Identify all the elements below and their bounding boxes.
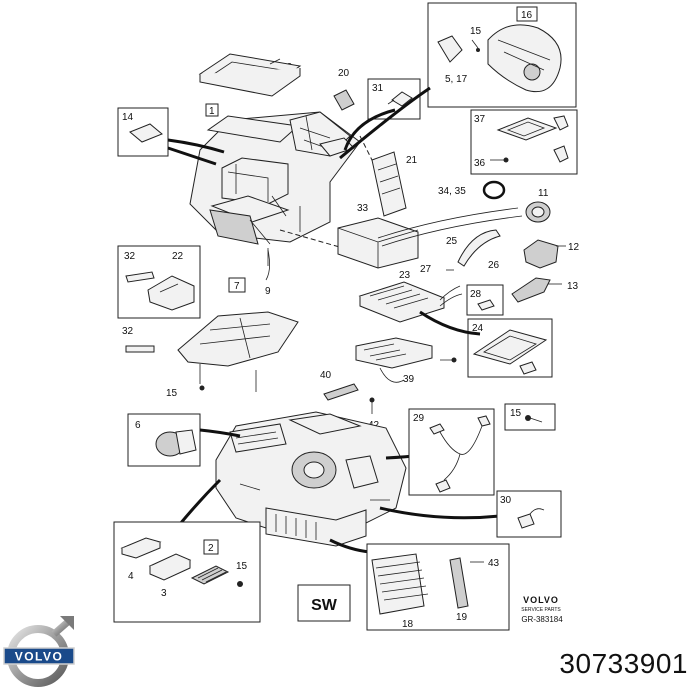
callout-15c: 15 [510, 408, 522, 419]
callout-39: 39 [403, 374, 415, 385]
inset-part-14: 14 [117, 107, 169, 157]
sw-box: SW [297, 584, 351, 622]
inset-screw-15: 15 [504, 403, 556, 431]
callout-19: 19 [456, 612, 468, 623]
inset-part-30: 30 [496, 490, 562, 538]
volvo-logo: VOLVO [3, 616, 75, 687]
callout-27: 27 [420, 264, 432, 275]
callout-31: 31 [372, 83, 384, 94]
callout-15b: 15 [166, 388, 178, 399]
logo-text: VOLVO [15, 650, 64, 664]
inset-part-28: 28 [466, 284, 504, 316]
callout-15a: 15 [470, 26, 482, 37]
callout-40: 40 [320, 370, 332, 381]
callout-7: 7 [234, 281, 240, 292]
leader-2 [178, 478, 222, 525]
part-20: 20 [333, 68, 355, 111]
callout-23: 23 [399, 270, 411, 281]
inset-blower-6: 6 [127, 413, 201, 467]
part-40: 40 [320, 370, 359, 401]
filter-frame-22: 22 [198, 53, 302, 97]
lower-hvac-housing [215, 411, 407, 547]
resistor-39: 39 [355, 337, 457, 385]
callout-24: 24 [472, 323, 484, 334]
leader-14b [167, 146, 217, 166]
part-12: 12 [523, 239, 580, 269]
callout-34-35: 34, 35 [438, 186, 466, 197]
callout-43: 43 [488, 558, 500, 569]
callout-11: 11 [538, 188, 549, 199]
evaporator-23: 23 [358, 270, 463, 323]
callout-9: 9 [265, 286, 271, 297]
callout-15d: 15 [236, 561, 248, 572]
callout-1: 1 [209, 106, 215, 117]
callout-32a: 32 [124, 251, 136, 262]
part-21: 21 [371, 151, 418, 217]
callout-3: 3 [161, 588, 167, 599]
inset-actuator-16: 16 15 5, 17 [427, 2, 577, 108]
part-9: 9 [265, 249, 271, 297]
brand-small: VOLVO [523, 595, 559, 605]
leader-16 [339, 86, 431, 160]
callout-20: 20 [338, 68, 350, 79]
callout-37: 37 [474, 114, 486, 125]
inset-parts-32-22: 32 22 [117, 245, 201, 319]
part-number: 30733901 [559, 648, 688, 679]
callout-21: 21 [406, 155, 418, 166]
callout-25: 25 [446, 236, 458, 247]
callout-2: 2 [208, 543, 214, 554]
service-parts-block: VOLVO SERVICE PARTS GR-383184 [521, 595, 563, 624]
part-34-35: 34, 35 [438, 180, 506, 200]
callout-5-17: 5, 17 [445, 74, 468, 85]
sw-label: SW [311, 597, 338, 614]
inset-vents-2-3-4: 2 4 3 15 [113, 521, 261, 623]
leader-14a [167, 138, 225, 154]
callout-13: 13 [567, 281, 579, 292]
inset-harness-29: 29 [408, 408, 495, 496]
callout-30: 30 [500, 495, 512, 506]
part-13: 13 [511, 277, 579, 303]
floor-duct-7: 7 32 15 [122, 277, 299, 399]
callout-22b: 22 [172, 251, 184, 262]
callout-33: 33 [357, 203, 369, 214]
leader-31 [343, 108, 396, 151]
inset-part-24: 24 [467, 318, 553, 378]
part-11: 11 [525, 188, 551, 223]
upper-hvac-housing: 1 [189, 103, 361, 266]
callout-12: 12 [568, 242, 580, 253]
pipes-25: 25 [377, 207, 523, 247]
inset-sensor-31: 31 [367, 78, 421, 120]
leader-24 [419, 310, 481, 336]
leader-30 [379, 506, 501, 520]
inset-part-37: 37 36 [470, 109, 578, 175]
callout-32b: 32 [122, 326, 134, 337]
callout-18: 18 [402, 619, 414, 630]
inset-cabin-filter-18: 18 19 43 [366, 543, 510, 631]
brand-sub: SERVICE PARTS [521, 607, 561, 613]
callout-6: 6 [135, 420, 141, 431]
callout-26: 26 [488, 260, 500, 271]
callout-16: 16 [521, 10, 533, 21]
callout-36: 36 [474, 158, 486, 169]
parts-26-27: 27 26 [420, 229, 501, 275]
callout-29: 29 [413, 413, 425, 424]
callout-4: 4 [128, 571, 134, 582]
callout-14: 14 [122, 112, 134, 123]
heater-core-33: 33 [337, 203, 419, 269]
callout-28: 28 [470, 289, 482, 300]
leader-6 [199, 428, 241, 438]
ref-code: GR-383184 [521, 615, 563, 624]
